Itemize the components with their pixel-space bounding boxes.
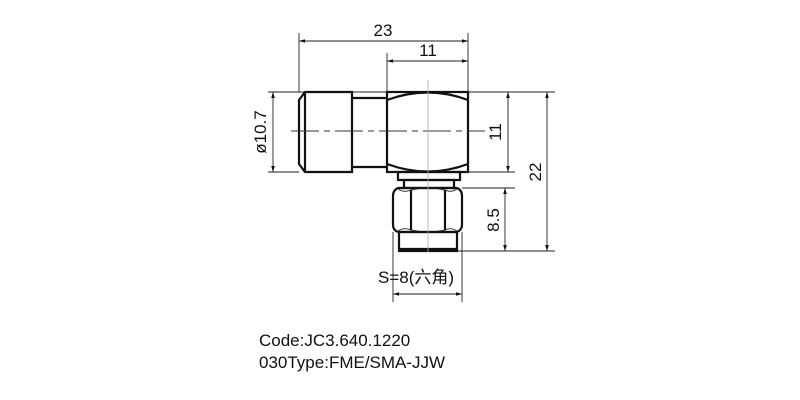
dim-overall-length: 23 <box>374 21 393 40</box>
dim-overall-height: 22 <box>526 163 545 182</box>
dim-body-height: 11 <box>486 123 505 141</box>
part-code: Code:JC3.640.1220 <box>259 331 411 350</box>
dimension-lines <box>271 39 549 296</box>
dim-hex-size: S=8(六角) <box>378 268 454 287</box>
dim-diameter: ø10.7 <box>251 110 270 153</box>
connector-body <box>297 90 470 253</box>
extension-lines <box>268 33 555 302</box>
dim-body-width: 11 <box>419 41 437 60</box>
part-type: 030Type:FME/SMA-JJW <box>259 353 446 372</box>
dim-hex-height: 8.5 <box>484 208 503 232</box>
